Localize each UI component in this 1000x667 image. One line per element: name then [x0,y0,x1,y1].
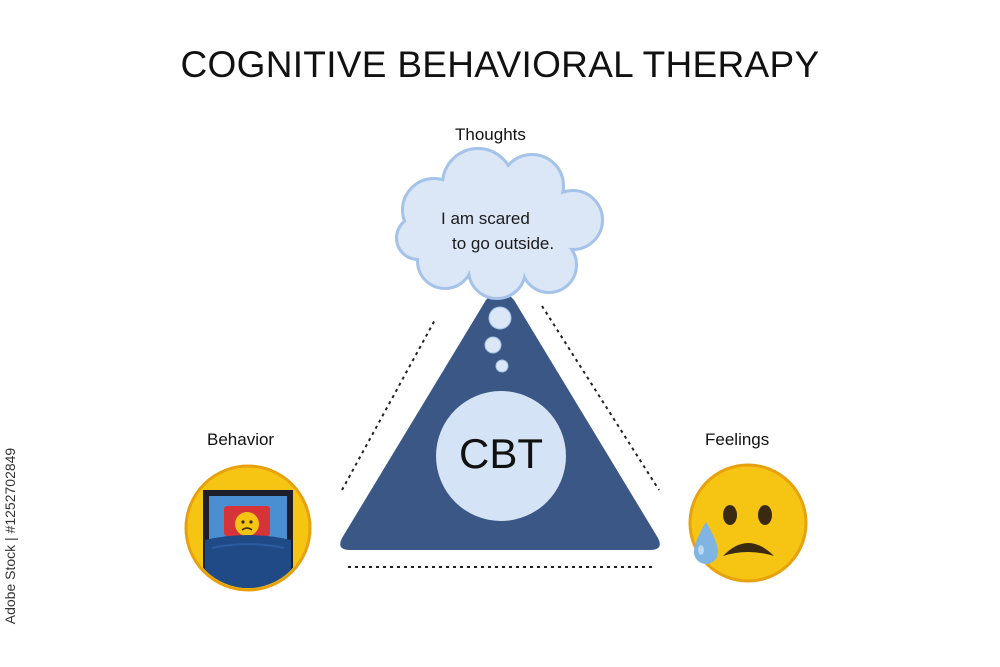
stock-id-text: Adobe Stock | #1252702849 [2,447,18,625]
page-title: COGNITIVE BEHAVIORAL THERAPY [180,44,820,85]
cbt-label: CBT [459,430,543,477]
thought-dot-medium [484,336,502,354]
feelings-label: Feelings [705,430,770,449]
thoughts-label: Thoughts [455,125,526,144]
thought-dot-large [488,306,512,330]
thought-dot-small [495,359,509,373]
cbt-circle [436,391,566,521]
sad-tear-face-icon [688,463,808,583]
thought-text-line1: I am scared [441,209,530,228]
person-in-bed-icon [184,464,312,592]
thought-text-line2: to go outside. [452,234,555,253]
connector-thoughts-feelings [541,305,660,491]
behavior-label: Behavior [207,430,275,449]
connector-thoughts-behavior [341,317,437,491]
